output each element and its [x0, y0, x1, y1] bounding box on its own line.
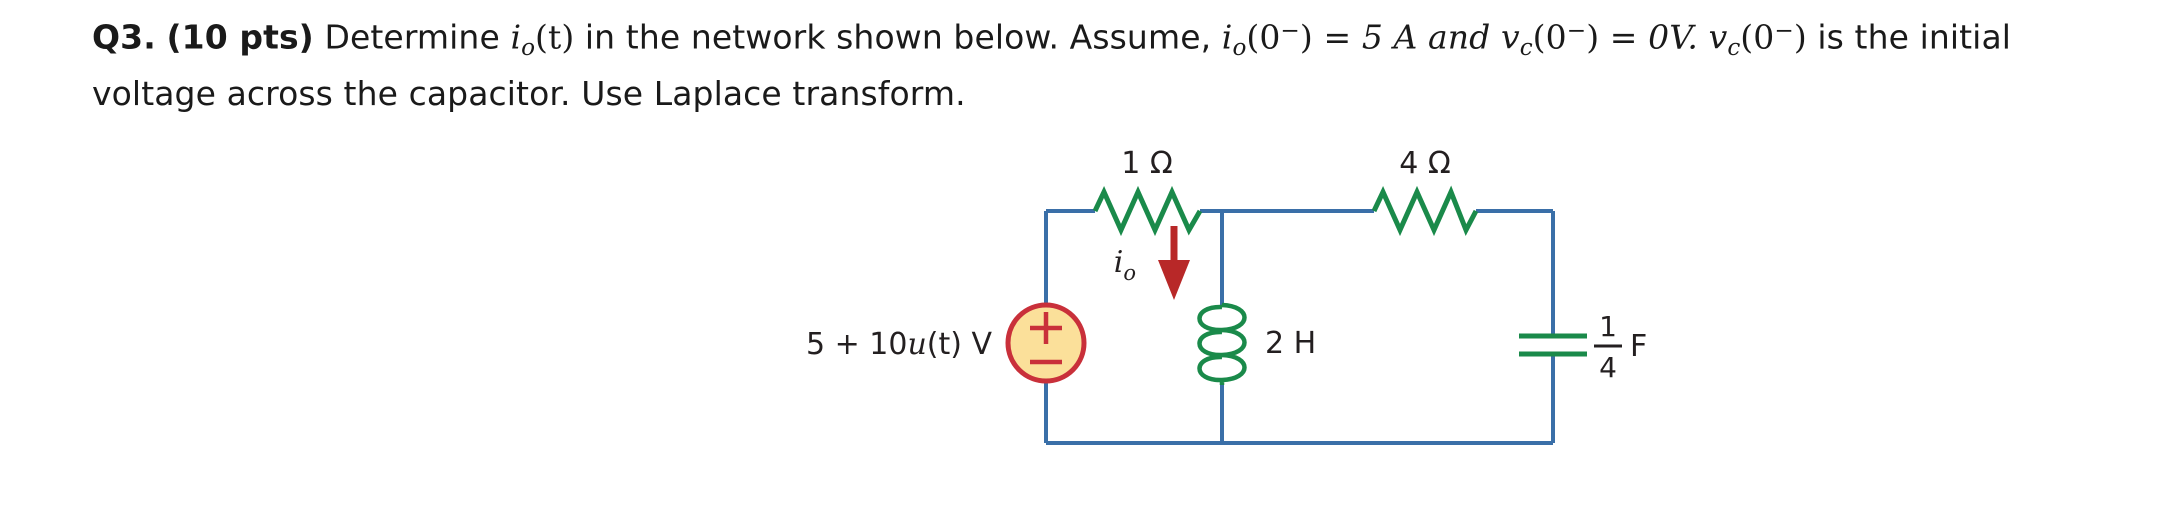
current-arrow-head: [1158, 260, 1190, 300]
resistor-2-label: 4 Ω: [1399, 146, 1451, 181]
voltage-source-label-u: u: [907, 327, 926, 362]
initial-condition-v-paren-open: (0: [1532, 17, 1567, 57]
line2-variable-v: v: [1708, 17, 1728, 57]
initial-condition-v-paren-close: ): [1586, 17, 1600, 57]
resistor-1-label: 1 Ω: [1121, 146, 1173, 181]
voltage-source-label-suffix: (t) V: [927, 327, 993, 362]
inductor-label: 2 H: [1265, 326, 1316, 361]
question-text-network: in the network shown below. Assume,: [584, 17, 1212, 57]
capacitor-fraction-numerator: 1: [1599, 310, 1617, 343]
initial-condition-v-subscript: c: [1519, 34, 1533, 61]
resistor-2-zigzag: [1371, 185, 1479, 237]
initial-condition-i-minus-superscript: −: [1280, 18, 1300, 44]
capacitor-label: 1 4 F: [1594, 310, 1647, 384]
initial-condition-i-equals: =: [1323, 17, 1352, 57]
resistor-1-ohm-symbol: [1092, 185, 1203, 237]
variable-i-o: i: [510, 17, 522, 57]
initial-condition-v: v: [1500, 17, 1520, 57]
resistor-4-ohm-symbol: [1371, 185, 1479, 237]
voltage-source-label: 5 + 10u(t) V: [806, 327, 993, 362]
initial-condition-i-subscript: o: [1232, 34, 1247, 61]
initial-condition-i: i: [1221, 17, 1233, 57]
question-text-determine: Determine: [324, 17, 500, 57]
initial-condition-i-value: 5 A: [1361, 17, 1418, 57]
capacitor-fraction-denominator: 4: [1599, 351, 1617, 384]
initial-condition-v-value: 0V.: [1648, 17, 1698, 57]
question-number: Q3.: [92, 17, 156, 57]
circuit-schematic-svg: 1 Ω 4 Ω 5 + 10u(t) V 2 H: [806, 146, 1647, 445]
current-label-io: io: [1114, 245, 1136, 285]
voltage-source-plus-icon: [1030, 312, 1062, 344]
current-label-io-base: i: [1114, 245, 1124, 280]
voltage-source-symbol: [1005, 302, 1087, 384]
current-label-io-subscript: o: [1123, 261, 1136, 285]
initial-condition-i-paren-open: (0: [1246, 17, 1281, 57]
capacitor-unit-label: F: [1630, 329, 1647, 364]
line2-variable-v-minus-superscript: −: [1774, 18, 1794, 44]
line2-variable-v-subscript: c: [1727, 34, 1741, 61]
current-arrow-io: [1158, 226, 1190, 300]
line2-variable-v-paren-close: ): [1793, 17, 1807, 57]
conjunction-and: and: [1428, 17, 1491, 57]
problem-statement: Q3. (10 pts) Determine io(t) in the netw…: [92, 8, 2102, 117]
variable-i-o-subscript: o: [521, 34, 535, 61]
question-text-tail: is the initial voltage across the capaci…: [92, 17, 2012, 113]
capacitor-symbol: [1519, 333, 1587, 357]
initial-condition-i-paren-close: ): [1299, 17, 1313, 57]
circuit-diagram: 1 Ω 4 Ω 5 + 10u(t) V 2 H: [760, 108, 1660, 498]
initial-condition-v-minus-superscript: −: [1566, 18, 1587, 44]
voltage-source-label-prefix: 5 + 10: [806, 327, 907, 362]
circuit-wires: [1044, 209, 1555, 445]
variable-i-o-argument: (t): [535, 17, 575, 57]
line2-variable-v-paren-open: (0: [1740, 17, 1775, 57]
inductor-coils: [1197, 302, 1247, 385]
inductor-symbol: [1197, 302, 1247, 385]
question-points: (10 pts): [166, 17, 314, 57]
initial-condition-v-equals: =: [1609, 17, 1638, 57]
resistor-1-zigzag: [1092, 185, 1203, 237]
